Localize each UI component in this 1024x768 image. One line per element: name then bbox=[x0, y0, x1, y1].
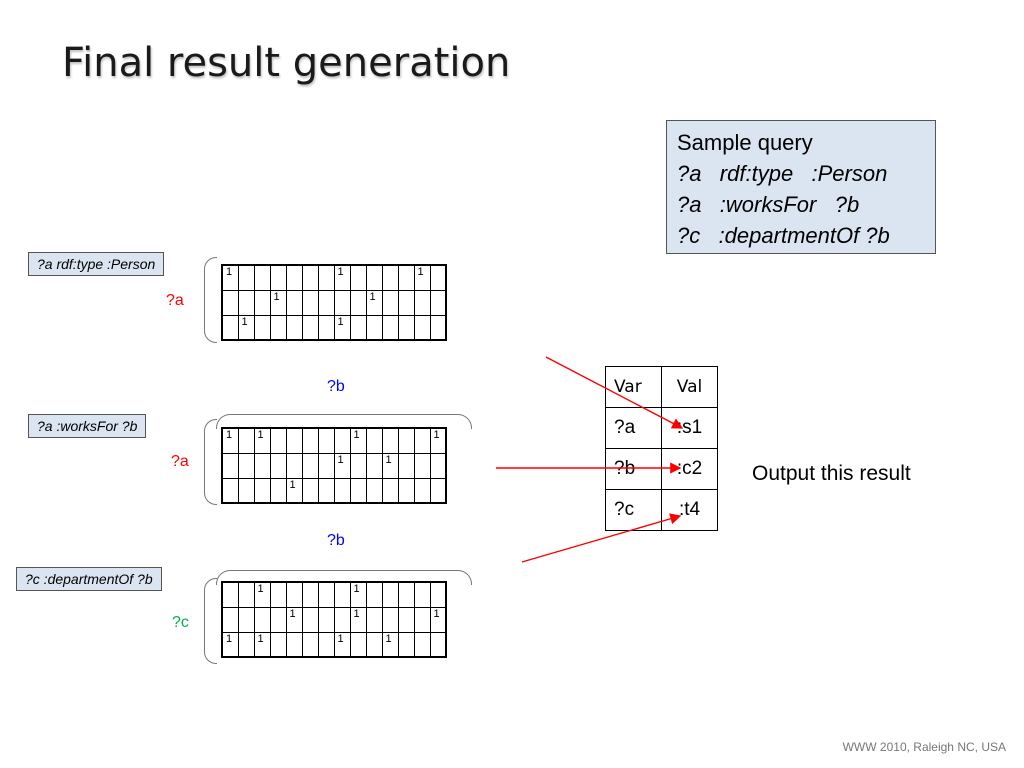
matrix-cell: 1 bbox=[237, 314, 255, 341]
matrix-row: 1 bbox=[221, 477, 447, 504]
output-note: Output this result bbox=[752, 462, 911, 485]
header-var: Var bbox=[605, 366, 662, 408]
col-var-label: ?b bbox=[327, 378, 345, 395]
query-line-3: ?c :departmentOf ?b bbox=[677, 223, 890, 248]
matrix-cell: 1 bbox=[429, 427, 447, 454]
col-var-label: ?b bbox=[327, 532, 345, 549]
result-row: ?a :s1 bbox=[605, 407, 718, 449]
row-var-label: ?c bbox=[172, 614, 189, 631]
result-table: Var Val ?a :s1 ?b :c2 ?c :t4 bbox=[605, 366, 718, 531]
matrix-cell bbox=[429, 477, 447, 504]
header-val: Val bbox=[661, 366, 718, 408]
result-header-row: Var Val bbox=[605, 366, 718, 408]
row-var-label: ?a bbox=[166, 292, 184, 309]
sample-query-heading: Sample query bbox=[677, 130, 813, 155]
pattern-label-works-for: ?a :worksFor ?b bbox=[28, 414, 147, 438]
sample-query-box: Sample query ?a rdf:type :Person ?a :wor… bbox=[666, 120, 936, 254]
matrix-cell bbox=[429, 631, 447, 658]
slide-title: Final result generation bbox=[62, 40, 511, 86]
result-val: :s1 bbox=[661, 407, 718, 449]
slide-footer: WWW 2010, Raleigh NC, USA bbox=[842, 740, 1006, 754]
arrow-to-c bbox=[521, 513, 682, 563]
arrow-to-a bbox=[545, 356, 684, 429]
pattern-label-type-person: ?a rdf:type :Person bbox=[28, 252, 165, 276]
matrix-cell bbox=[429, 314, 447, 341]
row-var-label: ?a bbox=[171, 453, 189, 470]
query-line-2: ?a :worksFor ?b bbox=[677, 192, 860, 217]
result-var: ?a bbox=[605, 407, 662, 449]
query-line-1: ?a rdf:type :Person bbox=[677, 161, 888, 186]
pattern-label-department-of: ?c :departmentOf ?b bbox=[16, 567, 162, 591]
